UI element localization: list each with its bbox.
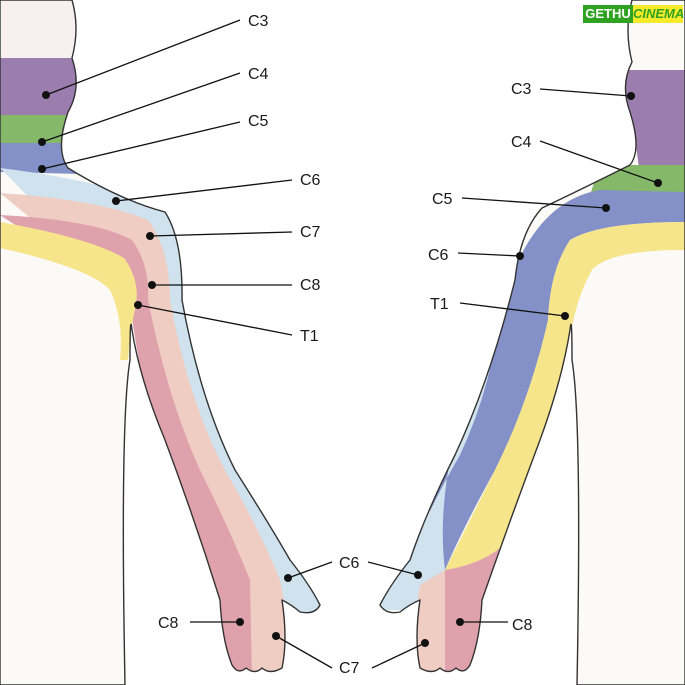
hand-labels: C6 C8 C7 C8 [158, 555, 533, 677]
right-torso-region [574, 250, 685, 685]
right-c5-region [420, 190, 685, 580]
right-figure [379, 0, 685, 685]
left-c5-region [0, 143, 120, 175]
right-label-c3: C3 [511, 81, 532, 98]
left-dermatome-bands [0, 0, 320, 685]
middle-fingers-label-c7: C7 [339, 660, 360, 677]
watermark-cinema: CINEMA [633, 5, 685, 23]
right-labels: C3 C4 C5 C6 T1 [428, 81, 532, 313]
left-head-top-region [0, 0, 120, 62]
right-label-c4: C4 [511, 134, 532, 151]
right-t1-region [445, 222, 685, 570]
watermark-logo: GETHU CINEMA [583, 5, 685, 23]
hand-leader-lines [190, 561, 508, 669]
right-leader-lines [457, 88, 662, 320]
left-label-c8: C8 [300, 277, 321, 294]
left-label-c4: C4 [248, 66, 269, 83]
left-thumb-label-c6: C6 [339, 555, 360, 572]
right-dermatome-bands [380, 70, 685, 685]
right-c3-region [610, 70, 685, 180]
right-label-c5: C5 [432, 191, 453, 208]
left-label-c5: C5 [248, 113, 269, 130]
left-little-finger-label-c8: C8 [158, 615, 179, 632]
left-leader-lines [38, 19, 293, 336]
left-figure [0, 0, 321, 685]
right-label-c6: C6 [428, 247, 449, 264]
right-c8-region [445, 340, 570, 680]
left-label-c3: C3 [248, 13, 269, 30]
left-label-c6: C6 [300, 172, 321, 189]
left-labels: C3 C4 C5 C6 C7 C8 T1 [248, 13, 321, 345]
left-label-t1: T1 [300, 328, 319, 345]
right-label-t1: T1 [430, 296, 449, 313]
right-little-finger-label-c8: C8 [512, 617, 533, 634]
watermark-gethu: GETHU [583, 5, 633, 23]
left-torso-region [0, 248, 128, 685]
left-label-c7: C7 [300, 224, 321, 241]
